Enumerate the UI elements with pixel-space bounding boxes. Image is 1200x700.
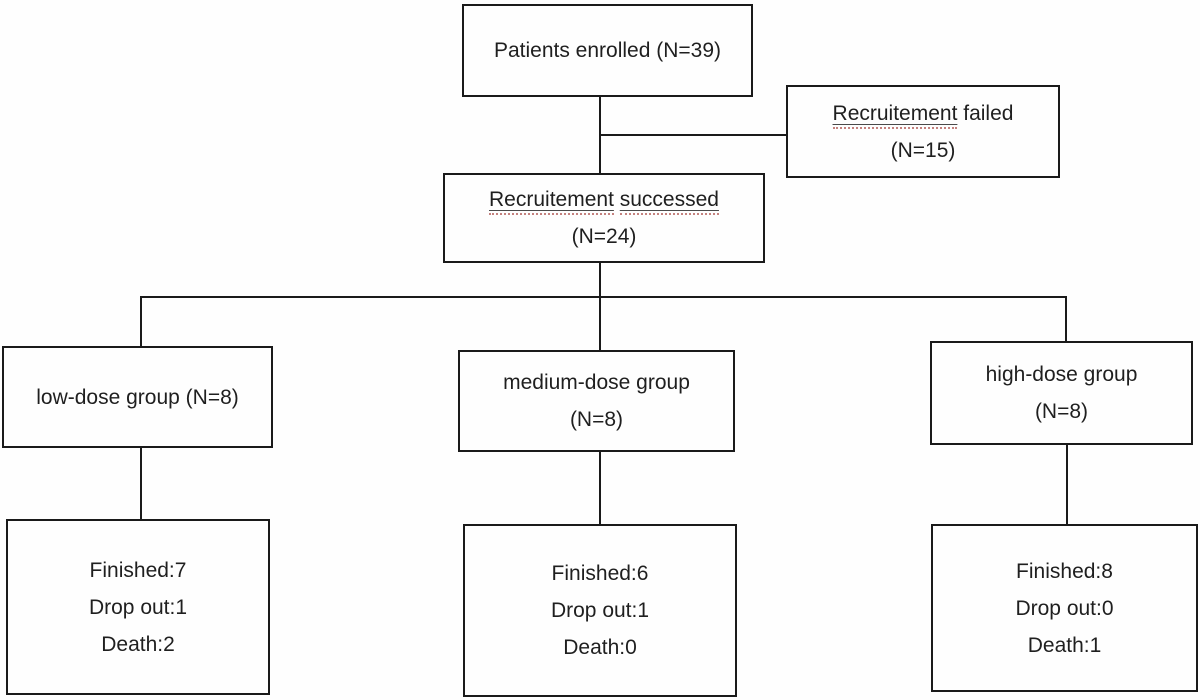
outcome-finished: Finished:8 xyxy=(1016,559,1113,583)
recruitment-failed-label: Recruitement failed xyxy=(832,95,1014,132)
misspelled-word: successed xyxy=(619,187,719,215)
outcome-death: Death:2 xyxy=(101,632,175,656)
medium-dose-label: medium-dose group xyxy=(503,371,690,394)
high-dose-label: high-dose group xyxy=(985,363,1138,386)
misspelled-word: Recruitement xyxy=(832,101,958,129)
box-high-dose-group: high-dose group (N=8) xyxy=(930,341,1193,445)
recruitment-failed-count: (N=15) xyxy=(890,138,956,162)
connector-medium-to-outcome xyxy=(599,450,601,526)
recruitment-successed-label: Recruitement successed xyxy=(489,181,719,218)
low-dose-label: low-dose group (N=8) xyxy=(36,385,239,409)
outcome-dropout: Drop out:0 xyxy=(1015,596,1114,620)
recruitment-failed-rest: failed xyxy=(957,101,1014,125)
box-low-dose-group: low-dose group (N=8) xyxy=(2,346,273,448)
patients-enrolled-label: Patients enrolled (N=39) xyxy=(493,39,722,62)
box-low-dose-outcome: Finished:7 Drop out:1 Death:2 xyxy=(6,519,270,695)
connector-enrolled-down xyxy=(599,97,601,175)
outcome-dropout: Drop out:1 xyxy=(88,595,188,619)
connector-branch-to-high xyxy=(1065,296,1067,343)
connector-low-to-outcome xyxy=(140,446,142,521)
connector-branch-to-medium xyxy=(599,296,601,352)
outcome-death: Death:1 xyxy=(1027,633,1102,657)
box-high-dose-outcome: Finished:8 Drop out:0 Death:1 xyxy=(931,524,1198,692)
recruitment-successed-count: (N=24) xyxy=(571,225,637,248)
box-recruitment-failed: Recruitement failed (N=15) xyxy=(786,85,1060,178)
outcome-dropout: Drop out:1 xyxy=(550,599,650,622)
box-medium-dose-outcome: Finished:6 Drop out:1 Death:0 xyxy=(463,524,737,697)
connector-successed-down xyxy=(599,261,601,298)
misspelled-word: Recruitement xyxy=(489,187,614,215)
outcome-finished: Finished:7 xyxy=(89,558,187,582)
medium-dose-count: (N=8) xyxy=(569,408,624,431)
box-medium-dose-group: medium-dose group (N=8) xyxy=(458,350,735,452)
high-dose-count: (N=8) xyxy=(1034,400,1089,423)
box-patients-enrolled: Patients enrolled (N=39) xyxy=(462,4,753,97)
outcome-finished: Finished:6 xyxy=(551,562,649,585)
outcome-death: Death:0 xyxy=(563,636,637,659)
connector-branch-to-low xyxy=(140,296,142,348)
box-recruitment-successed: Recruitement successed (N=24) xyxy=(443,173,765,263)
connector-high-to-outcome xyxy=(1066,443,1068,526)
connector-to-failed xyxy=(600,134,787,136)
connector-branch-bar xyxy=(140,296,1067,298)
